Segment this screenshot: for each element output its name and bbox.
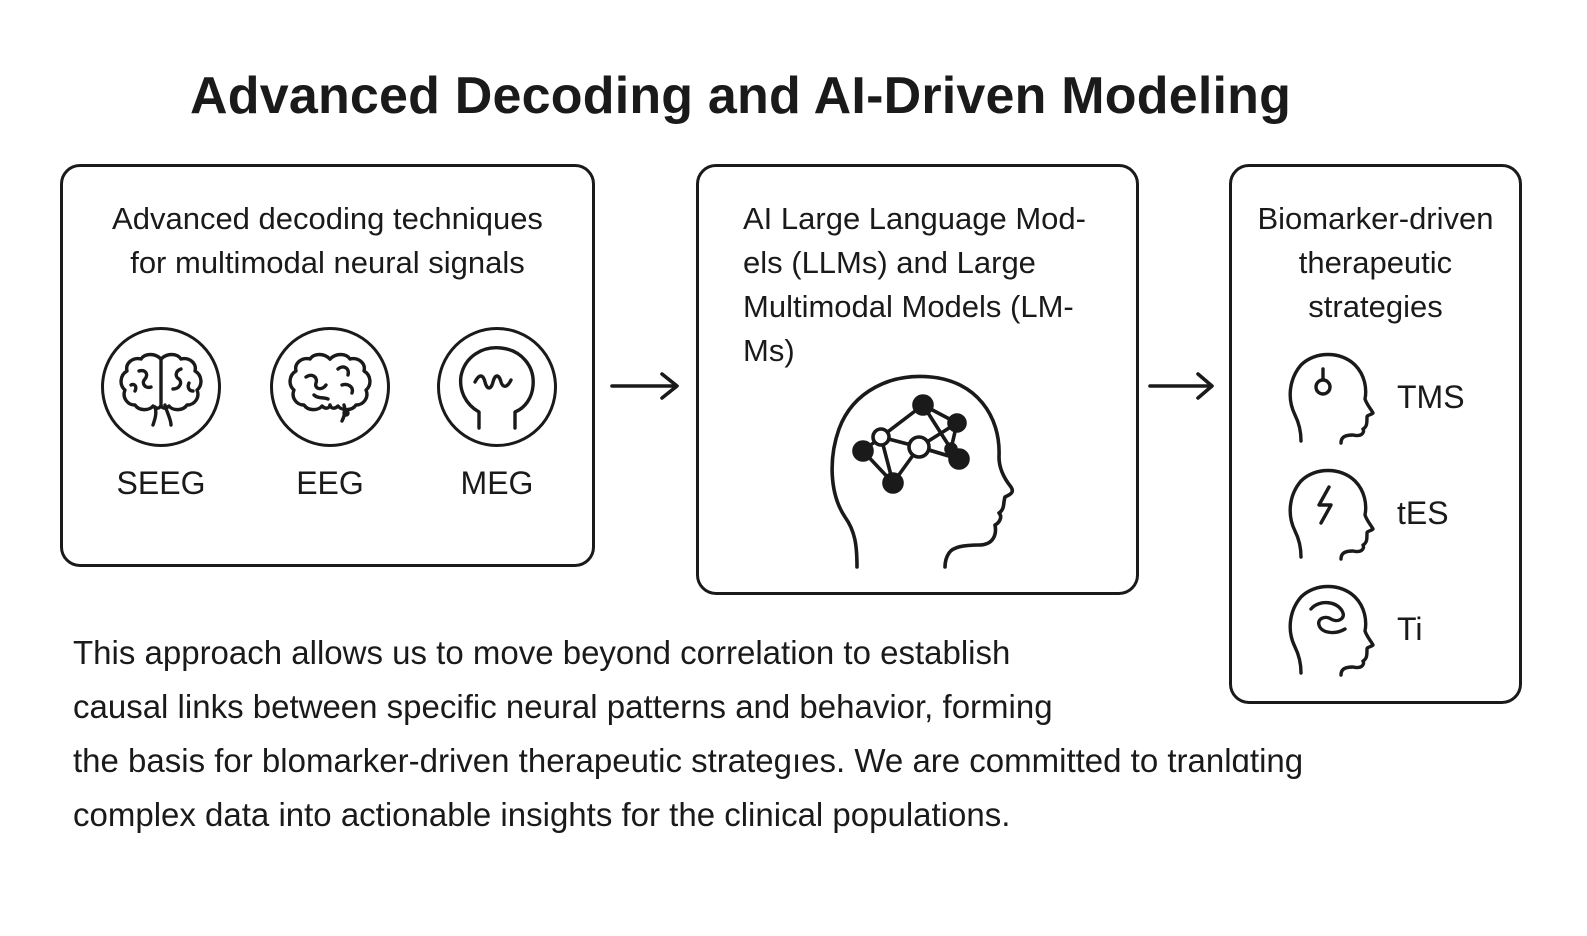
title-line: for multimodal neural signals <box>130 245 525 280</box>
seeg-icon-circle <box>101 327 221 447</box>
title-line: els (LLMs) and Large <box>743 245 1036 280</box>
modality-eeg: EEG <box>260 327 400 502</box>
modality-seeg: SEEG <box>91 327 231 502</box>
ai-models-title: AI Large Language Mod- els (LLMs) and La… <box>743 197 1123 373</box>
head-coil-icon <box>1288 352 1375 445</box>
ai-models-box: AI Large Language Mod- els (LLMs) and La… <box>696 164 1139 595</box>
title-line: AI Large Language Mod- <box>743 201 1086 236</box>
head-wave-icon <box>458 346 535 430</box>
title-line: strategies <box>1308 289 1443 324</box>
head-network-icon <box>830 374 1015 569</box>
paragraph-line: causal links between specific neural pat… <box>73 688 1053 725</box>
brain-icon <box>119 352 203 427</box>
therapy-ti: Ti <box>1287 581 1507 681</box>
seeg-label: SEEG <box>116 465 206 501</box>
therapy-tms: TMS <box>1287 349 1507 449</box>
title-line: Biomarker-driven <box>1257 201 1494 236</box>
modality-meg: MEG <box>427 327 567 502</box>
therapeutic-strategies-title: Biomarker-driven therapeutic strategies <box>1232 197 1519 329</box>
decoding-techniques-box: Advanced decoding techniques for multimo… <box>60 164 595 567</box>
description-paragraph: This approach allows us to move beyond c… <box>73 626 1503 842</box>
title-line: Advanced decoding techniques <box>112 201 543 236</box>
arrow-right-icon <box>1148 372 1214 400</box>
meg-label: MEG <box>460 465 534 501</box>
head-spiral-icon <box>1288 584 1375 677</box>
arrow-right-icon <box>610 372 679 400</box>
meg-icon-circle <box>437 327 557 447</box>
paragraph-line: the basis for blomarker-driven therapeut… <box>73 742 1304 779</box>
title-line: therapeutic <box>1298 245 1453 280</box>
eeg-icon-circle <box>270 327 390 447</box>
title-line: Ms) <box>743 333 795 368</box>
tes-label: tES <box>1397 495 1449 531</box>
diagram-title: Advanced Decoding and AI-Driven Modeling <box>190 67 1292 125</box>
ti-label: Ti <box>1397 611 1423 647</box>
paragraph-line: complex data into actionable insights fo… <box>73 796 1011 833</box>
eeg-label: EEG <box>296 465 364 501</box>
therapy-tes: tES <box>1287 465 1507 565</box>
brain-icon <box>288 352 372 423</box>
title-line: Multimodal Models (LM- <box>743 289 1074 324</box>
decoding-techniques-title: Advanced decoding techniques for multimo… <box>63 197 592 285</box>
tms-label: TMS <box>1397 379 1465 415</box>
head-lightning-icon <box>1288 468 1375 561</box>
therapeutic-strategies-box: Biomarker-driven therapeutic strategies … <box>1229 164 1522 704</box>
paragraph-line: This approach allows us to move beyond c… <box>73 634 1011 671</box>
